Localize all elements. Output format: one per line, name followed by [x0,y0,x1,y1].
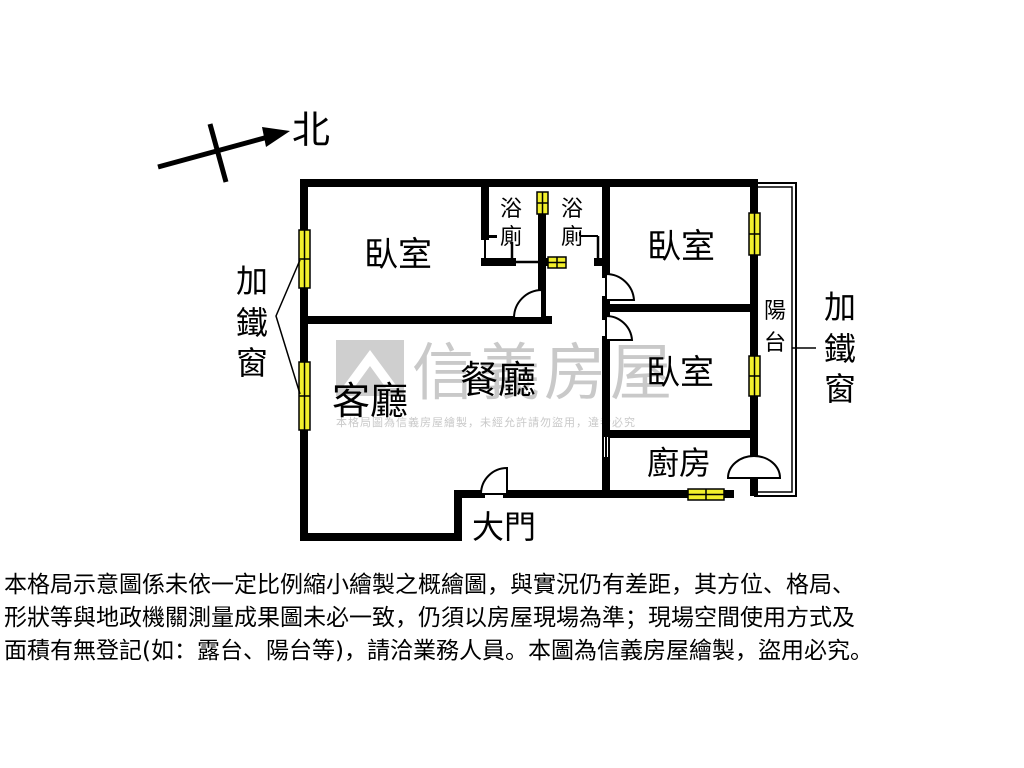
window-bath-small [547,256,567,269]
iron-window-left-char: 窗 [236,345,268,381]
disclaimer-text: 本格局示意圖係未依一定比例縮小繪製之概繪圖，與實況仍有差距，其方位、格局、 形狀… [4,572,873,664]
door-bedroom-e [605,314,634,341]
iron-window-right-char: 鐵 [824,331,856,367]
iron-window-left-label: 加 鐵 窗 [236,263,268,381]
door-bath-right [579,232,598,237]
north-label: 北 [292,110,330,152]
room-label-bedroom-nw: 臥室 [364,236,432,274]
room-label-balcony-line2: 台 [764,330,786,355]
window-bath-top [536,191,549,215]
iron-window-right-char: 加 [824,289,856,325]
watermark-logo-roof-icon [342,350,398,388]
watermark: 信義房屋 本格局圖為信義房屋繪製，未經允許請勿盜用，違者必究 [336,339,676,429]
room-label-bath-1-line1: 浴 [500,196,522,221]
window-right-upper [748,212,761,256]
floor-plan-diagram: 北 信義房屋 本格局圖為信義房屋繪製，未經允許請勿盜用，違者必究 [157,110,856,545]
door-kitchen-sliding [602,435,610,459]
compass-axis-line [157,134,269,170]
iron-window-right-label: 加 鐵 窗 [824,289,856,407]
iron-window-left-bracket [275,259,301,395]
iron-window-right-char: 窗 [824,371,856,407]
north-arrow-icon [262,127,290,147]
compass-cross-line [207,123,229,183]
watermark-notice: 本格局圖為信義房屋繪製，未經允許請勿盜用，違者必究 [336,415,636,429]
watermark-brand: 信義房屋 [412,339,676,408]
door-main-entrance [479,466,508,495]
door-bedroom-ne [605,272,636,301]
room-label-living-room: 客廳 [332,381,408,423]
room-label-dining-room: 餐廳 [460,360,536,402]
room-label-balcony-line1: 陽 [764,298,786,323]
room-label-bath-2-line1: 浴 [561,196,583,221]
window-right-lower [748,355,761,397]
window-kitchen-bottom [687,488,725,501]
room-label-bedroom-e: 臥室 [646,354,714,392]
room-label-bath-1-line2: 廁 [500,224,522,249]
window-left-upper [298,229,311,289]
compass: 北 [157,110,330,183]
iron-window-left-char: 加 [236,263,268,299]
iron-window-left-char: 鐵 [236,305,268,341]
windows [298,191,761,501]
room-label-bedroom-ne: 臥室 [647,228,715,266]
room-labels: 臥室 浴 廁 浴 廁 臥室 臥室 客廳 餐廳 廚房 陽 台 大門 [332,196,786,545]
door-bedroom-nw [512,288,543,319]
room-label-bath-2-line2: 廁 [561,224,583,249]
door-kitchen-balcony [726,455,782,479]
door-bath-left [484,235,497,262]
window-left-lower [298,361,311,431]
room-label-kitchen: 廚房 [647,445,711,481]
doors [479,232,782,495]
main-door-label: 大門 [472,509,536,545]
balcony-outline [754,182,797,497]
bath-partitions [510,236,600,264]
